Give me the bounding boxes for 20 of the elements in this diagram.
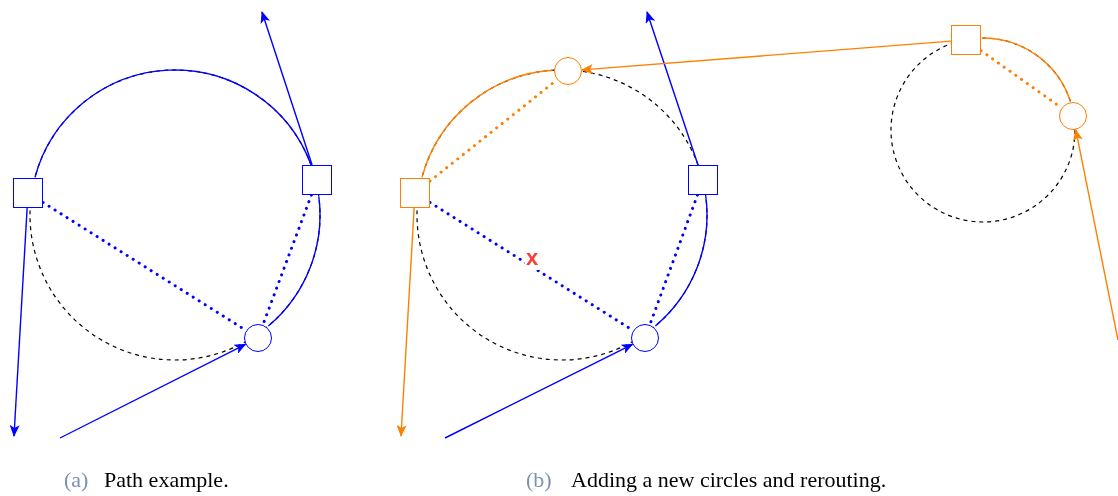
arrow — [645, 11, 699, 166]
square-node — [688, 165, 718, 195]
subfigure-caption: Adding a new circles and rerouting. — [571, 466, 887, 494]
subfigure-caption: Path example. — [104, 466, 229, 494]
arrow — [9, 207, 28, 437]
connector-line — [34, 69, 312, 179]
connector-line — [654, 195, 708, 327]
connector-line — [981, 37, 1071, 102]
arrow — [396, 207, 415, 437]
subfigure-letter: (a) — [64, 466, 89, 494]
arrow — [580, 40, 952, 75]
arrow — [260, 11, 313, 166]
square-node — [13, 178, 43, 208]
square-node — [302, 165, 332, 195]
connector-line — [421, 69, 554, 179]
square-node — [400, 178, 430, 208]
connector-line — [267, 195, 321, 327]
square-node — [951, 25, 981, 55]
subfigure-letter: (b) — [526, 466, 552, 494]
arrow — [1073, 128, 1118, 341]
